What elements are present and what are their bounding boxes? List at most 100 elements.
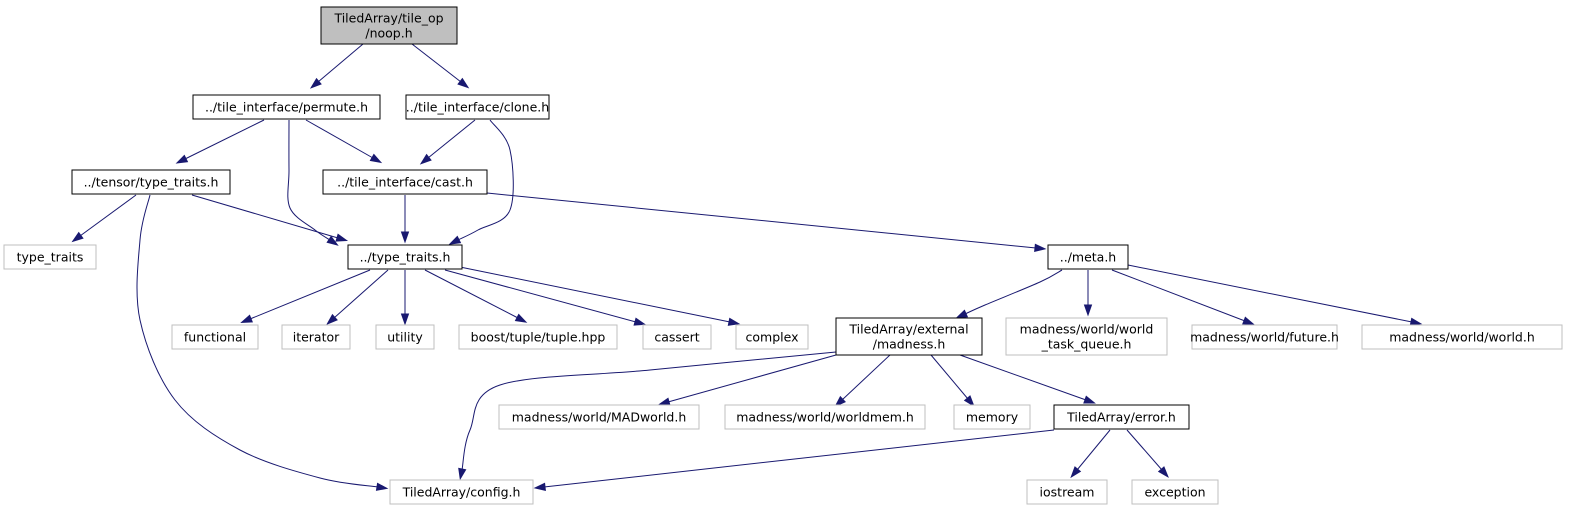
- node-tt[interactable]: ../type_traits.h: [347, 244, 463, 270]
- node-box: [642, 324, 712, 350]
- node-cast[interactable]: ../tile_interface/cast.h: [322, 169, 488, 195]
- node-label: madness/world/worldmem.h: [736, 410, 914, 425]
- arrowhead-icon: [175, 154, 189, 164]
- edge-permute-to-tensor_tt: [175, 119, 265, 164]
- arrowhead-icon: [834, 395, 846, 408]
- node-label: madness/world/future.h: [1190, 330, 1339, 345]
- node-iterator: iterator: [281, 324, 351, 350]
- edge-meta-to-wtq: [1083, 270, 1093, 317]
- arrowhead-icon: [514, 313, 528, 323]
- edge-madness-to-memory: [930, 354, 975, 408]
- node-noop[interactable]: TiledArray/tile_op/noop.h: [320, 6, 458, 45]
- arrowhead-icon: [1070, 466, 1082, 479]
- node-label: utility: [387, 330, 423, 345]
- node-box: [1005, 317, 1168, 356]
- nodes-layer: TiledArray/tile_op/noop.h ../tile_interfa…: [3, 6, 1563, 505]
- node-error[interactable]: TiledArray/error.h: [1053, 404, 1190, 430]
- node-label: madness/world/world: [1020, 322, 1154, 337]
- edge-cast-to-tt: [400, 195, 410, 244]
- edge-clone-to-tt: [448, 119, 514, 245]
- edge-madness-to-madworld: [657, 354, 837, 406]
- node-tensor_tt[interactable]: ../tensor/type_traits.h: [71, 169, 231, 195]
- node-box: [389, 479, 534, 505]
- node-world: madness/world/world.h: [1361, 324, 1563, 350]
- node-type_traits_sys: type_traits: [3, 244, 97, 270]
- arrowhead-icon: [1083, 304, 1093, 317]
- node-box: [953, 404, 1031, 430]
- edge-error-to-iostream: [1070, 429, 1111, 479]
- edge-tt-to-boost: [424, 269, 528, 323]
- node-box: [724, 404, 926, 430]
- edge-madness-to-error: [959, 354, 1096, 404]
- node-box: [458, 324, 618, 350]
- node-box: [171, 324, 259, 350]
- node-box: [320, 6, 458, 45]
- node-clone[interactable]: ../tile_interface/clone.h: [405, 94, 550, 120]
- node-label: iterator: [293, 330, 340, 345]
- node-label: functional: [184, 330, 246, 345]
- node-label: madness/world/world.h: [1389, 330, 1535, 345]
- edge-tensor_tt-to-tt: [191, 194, 349, 242]
- arrowhead-icon: [335, 233, 349, 242]
- edge-meta-to-future: [1111, 269, 1255, 325]
- node-label: ../tile_interface/permute.h: [205, 100, 368, 115]
- edge-permute-to-tt: [287, 119, 339, 246]
- node-label: cassert: [654, 330, 699, 345]
- node-iostream: iostream: [1026, 479, 1108, 505]
- arrowhead-icon: [309, 77, 322, 89]
- edge-tt-to-cassert: [444, 269, 647, 326]
- arrowhead-icon: [369, 153, 383, 164]
- node-permute[interactable]: ../tile_interface/permute.h: [192, 94, 381, 120]
- edge-error-to-exception: [1126, 429, 1169, 478]
- edge-noop-to-permute: [309, 43, 364, 89]
- edges-layer: [71, 43, 1423, 492]
- arrowhead-icon: [963, 395, 975, 408]
- arrowhead-icon: [71, 231, 84, 243]
- node-label: madness/world/MADworld.h: [512, 410, 687, 425]
- node-box: [1047, 244, 1129, 270]
- arrowhead-icon: [1409, 317, 1423, 326]
- arrowhead-icon: [1034, 243, 1047, 253]
- arrowhead-icon: [727, 317, 741, 326]
- node-label: TiledArray/external: [848, 322, 968, 337]
- node-label: TiledArray/config.h: [402, 485, 521, 500]
- node-label: exception: [1144, 485, 1205, 500]
- arrowhead-icon: [533, 482, 546, 492]
- node-label: ../meta.h: [1060, 250, 1116, 265]
- node-label: TiledArray/error.h: [1066, 410, 1176, 425]
- node-meta[interactable]: ../meta.h: [1047, 244, 1129, 270]
- node-madness[interactable]: TiledArray/external/madness.h: [835, 317, 983, 356]
- node-complex: complex: [735, 324, 809, 350]
- node-label: /noop.h: [365, 26, 412, 41]
- node-functional: functional: [171, 324, 259, 350]
- node-box: [498, 404, 700, 430]
- arrowhead-icon: [326, 235, 339, 246]
- node-box: [735, 324, 809, 350]
- node-box: [1191, 324, 1338, 350]
- node-label: ../type_traits.h: [360, 250, 451, 265]
- arrowhead-icon: [1242, 316, 1255, 325]
- arrowhead-icon: [419, 153, 432, 165]
- arrowhead-icon: [400, 313, 410, 326]
- edge-tensor_tt-to-type_traits_sys: [71, 194, 137, 243]
- arrowhead-icon: [240, 314, 253, 323]
- node-box: [1053, 404, 1190, 430]
- node-box: [347, 244, 463, 270]
- edge-tt-to-functional: [240, 269, 371, 323]
- node-utility: utility: [375, 324, 435, 350]
- arrowhead-icon: [448, 235, 462, 245]
- edge-madness-to-worldmem: [834, 354, 891, 408]
- node-label: boost/tuple/tuple.hpp: [471, 330, 606, 345]
- node-worldmem: madness/world/worldmem.h: [724, 404, 926, 430]
- node-label: ../tensor/type_traits.h: [84, 175, 219, 190]
- arrowhead-icon: [326, 313, 338, 325]
- arrowhead-icon: [633, 317, 647, 326]
- node-memory: memory: [953, 404, 1031, 430]
- node-madworld: madness/world/MADworld.h: [498, 404, 700, 430]
- node-label: iostream: [1040, 485, 1095, 500]
- edge-noop-to-clone: [411, 43, 470, 89]
- arrowhead-icon: [457, 77, 470, 89]
- node-box: [1026, 479, 1108, 505]
- node-exception: exception: [1131, 479, 1219, 505]
